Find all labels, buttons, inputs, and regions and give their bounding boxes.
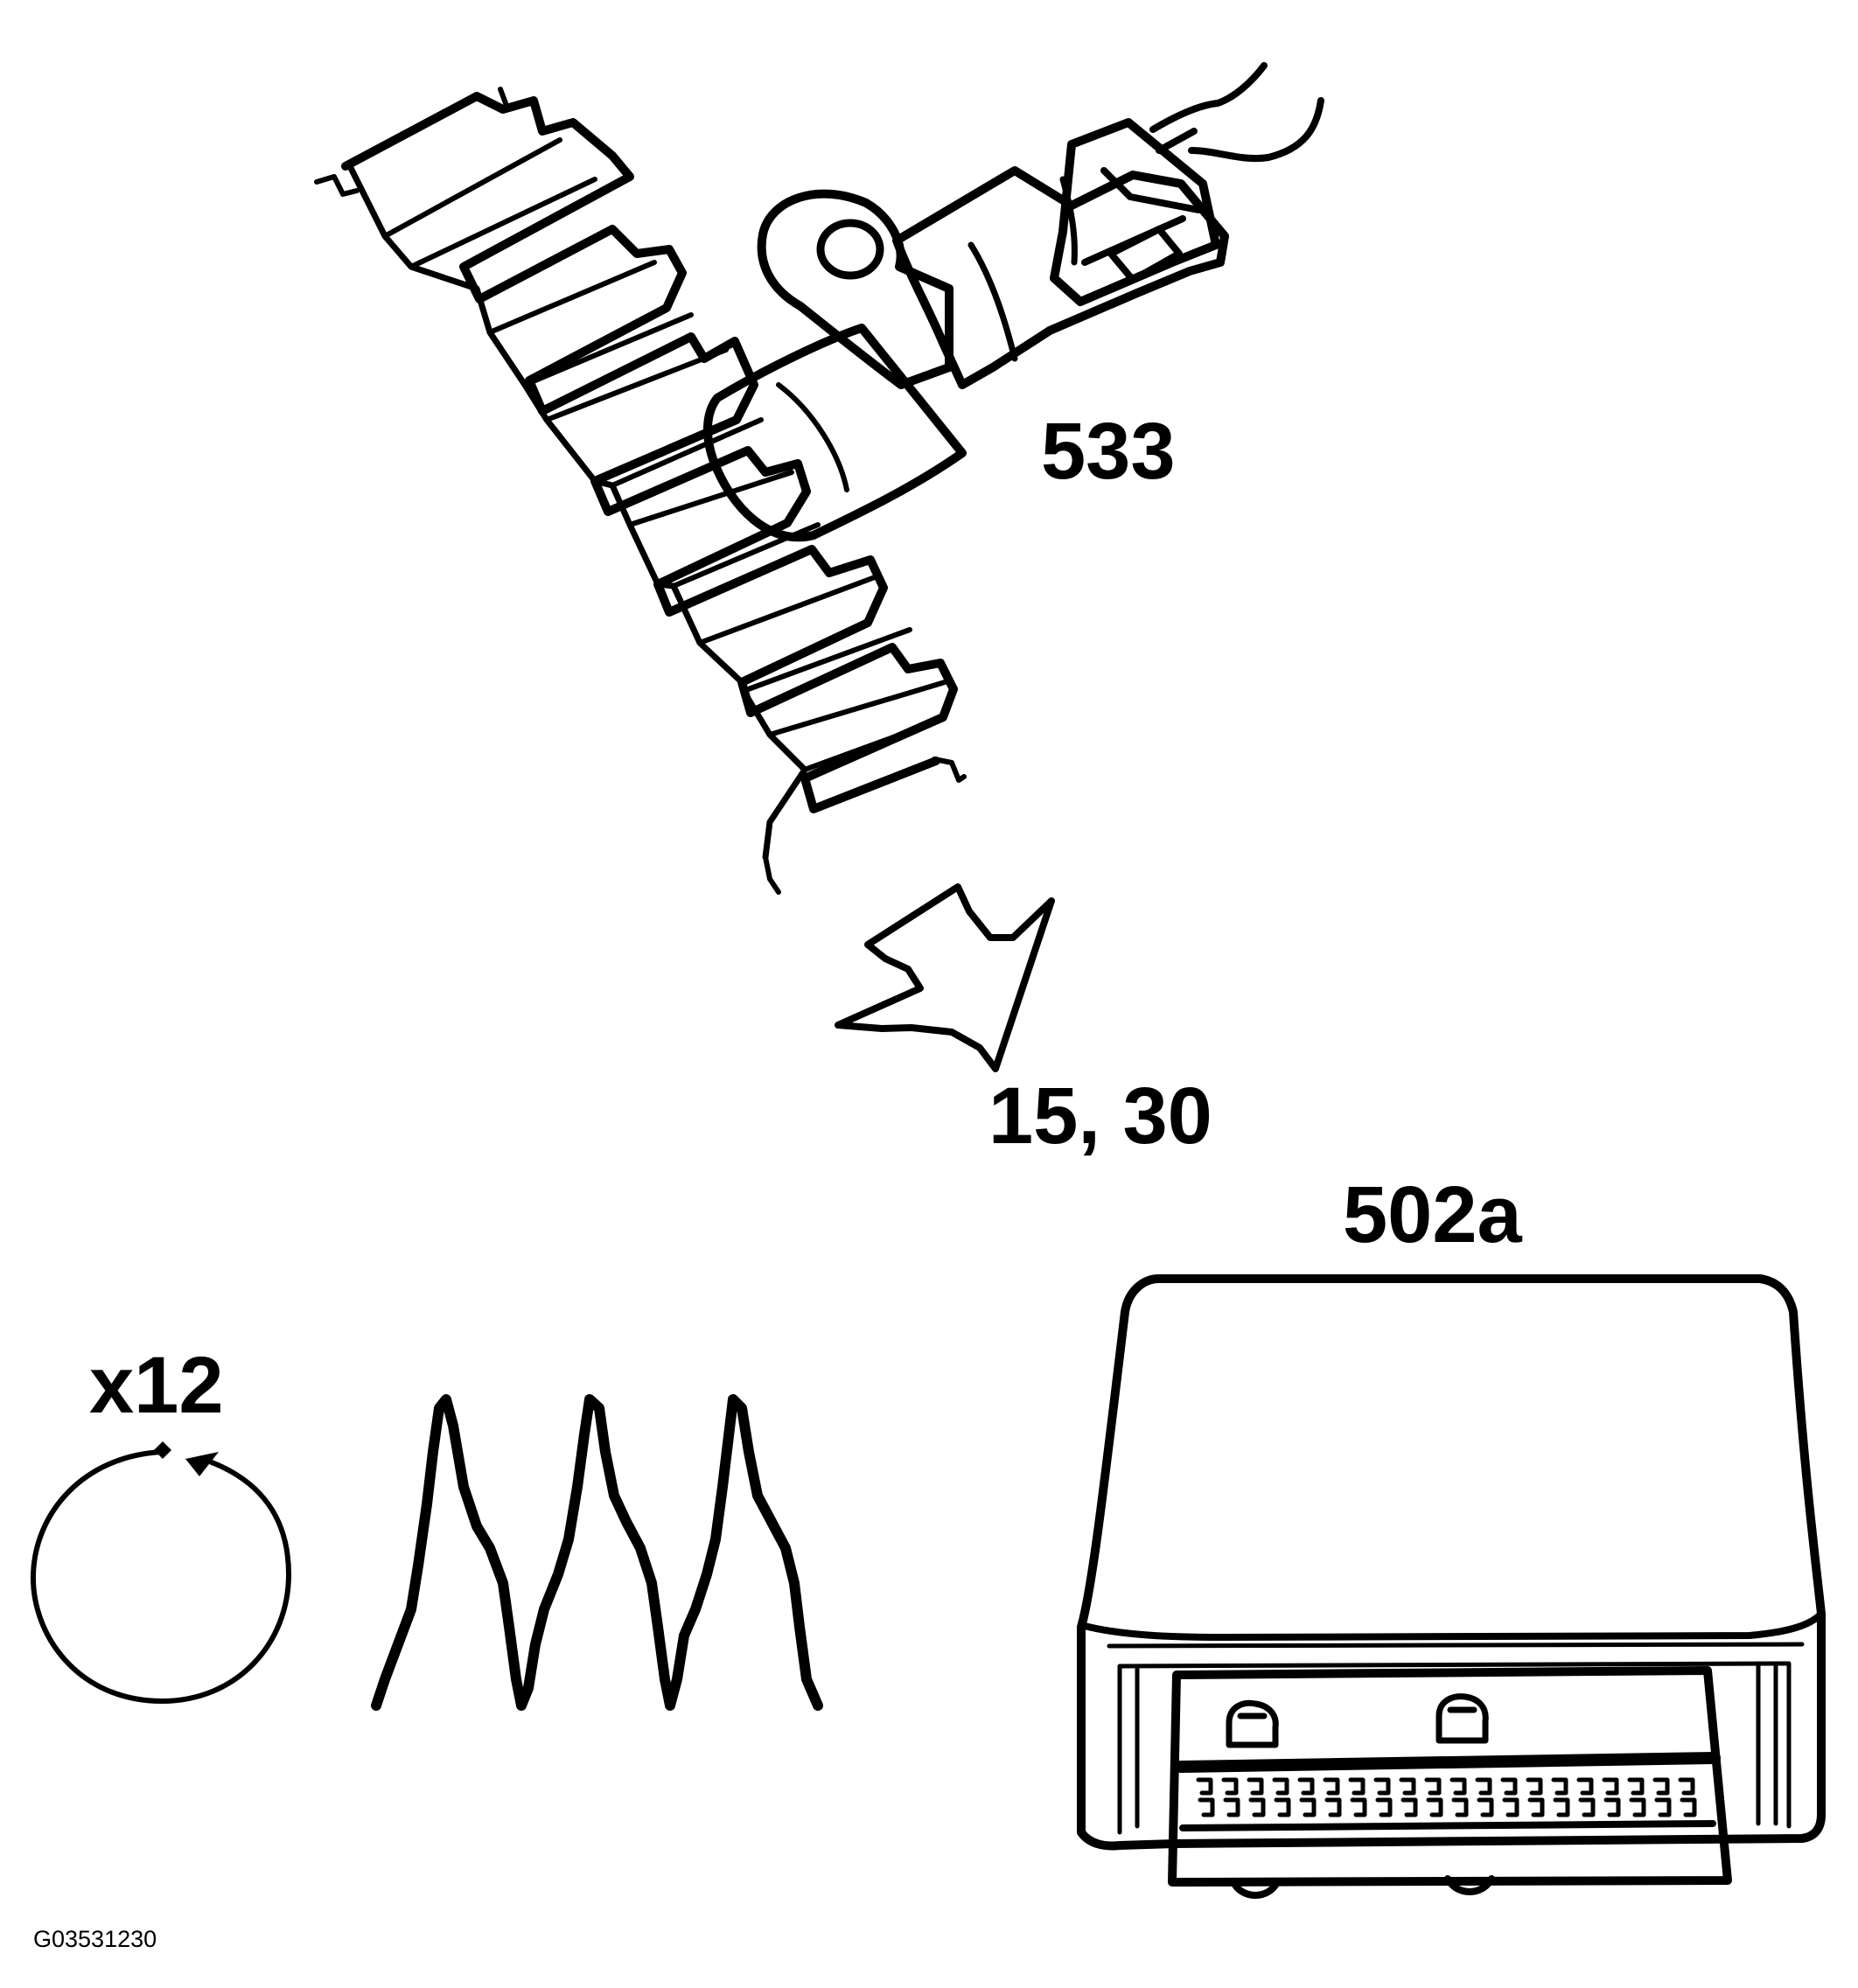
tooth-face bbox=[487, 260, 657, 335]
tooth-face bbox=[382, 137, 562, 239]
connector-pin bbox=[1576, 1777, 1596, 1817]
flywheel-inner-edge bbox=[346, 163, 808, 861]
tooth-face bbox=[409, 177, 597, 269]
connector-pin bbox=[1678, 1777, 1697, 1817]
tooth-face bbox=[522, 312, 694, 387]
connector-pin bbox=[1475, 1777, 1494, 1817]
flywheel-outline bbox=[341, 92, 958, 813]
toothed-wheel-icon bbox=[314, 87, 967, 895]
connector-pin bbox=[1449, 1777, 1469, 1817]
connector-pin bbox=[1272, 1777, 1291, 1817]
connector-pin bbox=[1297, 1777, 1317, 1817]
tooth-face bbox=[802, 716, 946, 772]
tooth-face bbox=[697, 575, 877, 645]
connector-pin bbox=[1348, 1777, 1367, 1817]
tooth-face bbox=[627, 470, 794, 527]
signal-waveform-icon bbox=[371, 1394, 823, 1711]
connector-pin bbox=[1247, 1777, 1266, 1817]
connector-pin bbox=[1526, 1777, 1545, 1817]
signal-arrow-icon bbox=[835, 883, 1055, 1072]
connector-pin bbox=[1652, 1777, 1672, 1817]
connector-pin bbox=[1399, 1777, 1418, 1817]
tooth-face bbox=[610, 417, 764, 488]
connector-pin bbox=[1373, 1777, 1393, 1817]
rotation-count-label: x12 bbox=[89, 1341, 224, 1430]
connector-pin bbox=[1627, 1777, 1646, 1817]
crankshaft-sensor-icon bbox=[703, 62, 1324, 542]
tooth-face bbox=[767, 680, 947, 737]
control-module-icon bbox=[1077, 1274, 1826, 1899]
rotation-circle-icon bbox=[30, 1441, 291, 1704]
connector-pin bbox=[1196, 1777, 1215, 1817]
connector-pin bbox=[1500, 1777, 1519, 1817]
sensor-label: 533 bbox=[1041, 407, 1176, 496]
arrow-target-label: 15, 30 bbox=[988, 1071, 1212, 1161]
connector-pin bbox=[1602, 1777, 1621, 1817]
connector-pin bbox=[1221, 1777, 1240, 1817]
control-module-label: 502a bbox=[1343, 1170, 1522, 1259]
tooth-face bbox=[544, 347, 729, 422]
tooth-face bbox=[741, 627, 912, 694]
connector-pin bbox=[1424, 1777, 1443, 1817]
figure-id-label: G03531230 bbox=[33, 1926, 157, 1952]
connector-pin bbox=[1323, 1777, 1342, 1817]
connector-pin bbox=[1551, 1777, 1570, 1817]
